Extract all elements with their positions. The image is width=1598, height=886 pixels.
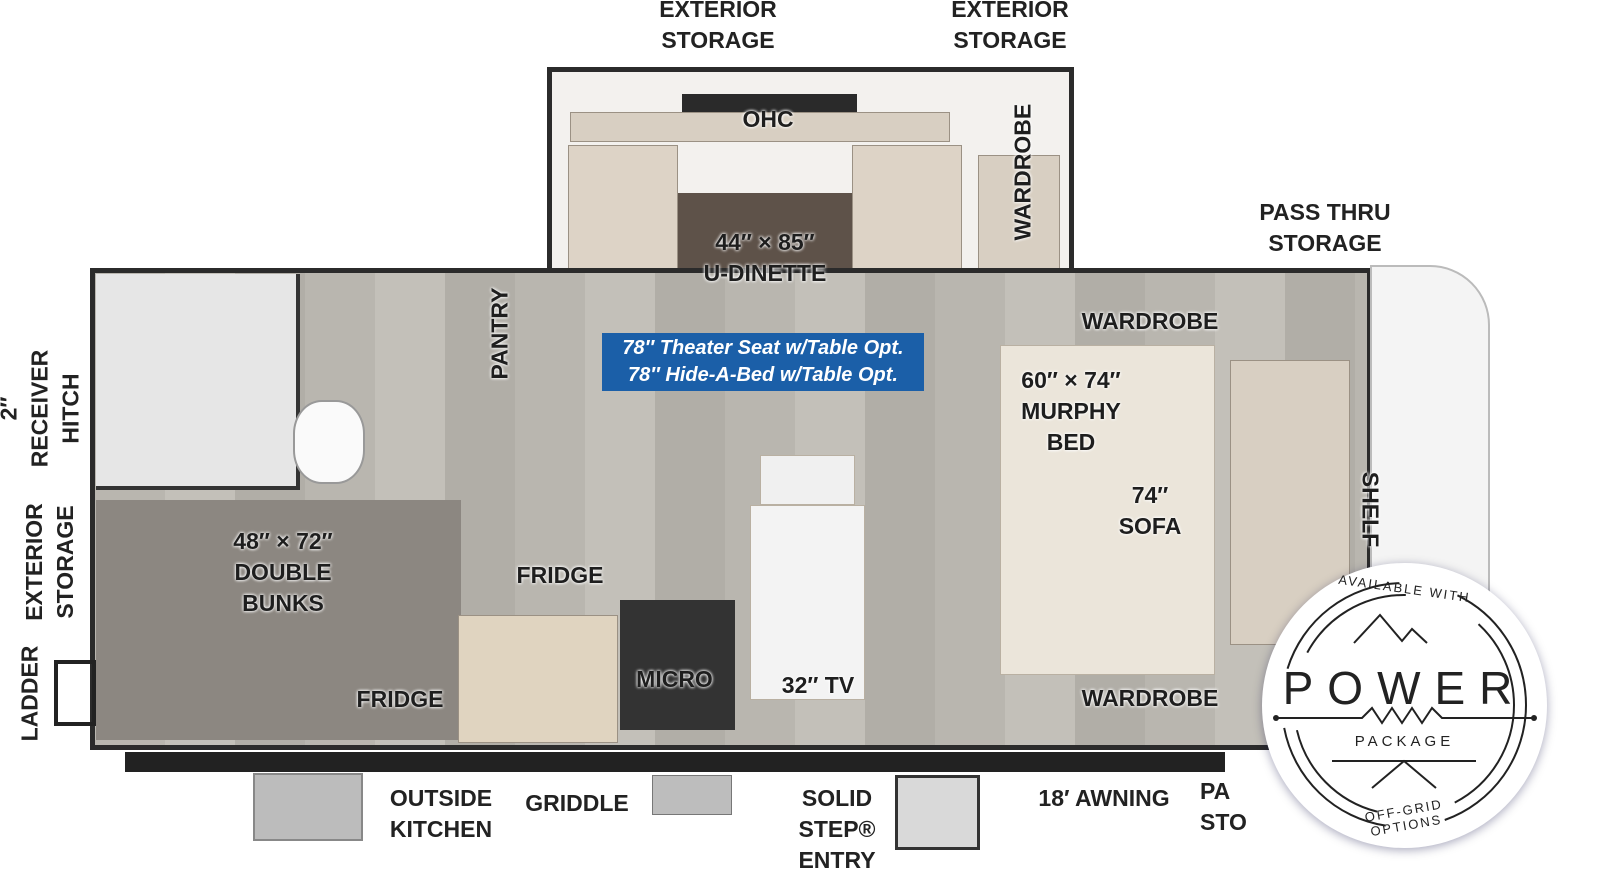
label-ohc: OHC: [742, 106, 794, 132]
label-exterior-storage-top-right: EXTERIOR STORAGE: [951, 0, 1069, 53]
label-wardrobe-top: WARDROBE: [1081, 308, 1219, 334]
label-pass-thru-storage-bottom: PA STO: [1200, 778, 1247, 835]
theater-seat-note: 78″ Theater Seat w/Table Opt. 78″ Hide-A…: [602, 333, 924, 391]
bathroom: [96, 274, 300, 490]
label-exterior-storage-left: EXTERIOR STORAGE: [21, 503, 78, 621]
label-dinette: 44″ × 85″ U-DINETTE: [703, 229, 827, 286]
theater-note-line-1: 78″ Theater Seat w/Table Opt.: [622, 337, 904, 359]
chassis-rail: [125, 752, 1225, 772]
kitchen-island: [750, 505, 865, 700]
entry-step-icon: [895, 775, 980, 850]
label-shelf: SHELF: [1357, 471, 1384, 548]
label-bunks: 48″ × 72″ DOUBLE BUNKS: [233, 528, 333, 616]
bunks-area: [96, 500, 461, 740]
label-fridge-kitchen: FRIDGE: [516, 562, 604, 588]
label-wardrobe-bottom: WARDROBE: [1081, 685, 1219, 711]
theater-note-line-2: 78″ Hide-A-Bed w/Table Opt.: [628, 364, 898, 386]
label-pantry: PANTRY: [486, 287, 513, 380]
power-package-badge: AVAILABLE WITH POWER PACKAGE OFF-GRID OP…: [1262, 563, 1547, 848]
badge-graphic-icon: [1273, 582, 1537, 828]
stove: [620, 600, 735, 730]
label-awning: 18′ AWNING: [1038, 785, 1170, 811]
murphy-bed-sofa: [1000, 345, 1215, 675]
label-tv: 32″ TV: [781, 672, 855, 698]
label-griddle: GRIDDLE: [525, 790, 629, 816]
badge-title: POWER: [1282, 662, 1527, 714]
wardrobe-slide-cabinet: [978, 155, 1060, 285]
label-outside-kitchen: OUTSIDE KITCHEN: [389, 785, 493, 842]
label-fridge-outside: FRIDGE: [356, 686, 444, 712]
label-solid-step-entry: SOLID STEP® ENTRY: [798, 785, 876, 873]
label-micro: MICRO: [636, 666, 713, 692]
label-sofa: 74″ SOFA: [1118, 482, 1182, 539]
vent: [682, 94, 857, 112]
overhead-cabinet: [570, 112, 950, 142]
label-receiver-hitch: 2″ RECEIVER HITCH: [0, 349, 84, 468]
label-wardrobe-slide: WARDROBE: [1009, 103, 1036, 241]
toilet-icon: [293, 400, 365, 484]
badge-subtitle: PACKAGE: [1354, 733, 1455, 750]
island-top: [760, 455, 855, 505]
ladder-icon: [54, 660, 96, 726]
griddle-icon: [652, 775, 732, 815]
fridge-counter: [458, 615, 618, 743]
outside-kitchen-cooktop-icon: [253, 773, 363, 841]
label-ladder: LADDER: [16, 645, 43, 742]
label-exterior-storage-top-left: EXTERIOR STORAGE: [659, 0, 777, 53]
label-pass-thru-storage: PASS THRU STORAGE: [1259, 199, 1391, 256]
label-murphy-bed: 60″ × 74″ MURPHY BED: [1021, 367, 1121, 455]
